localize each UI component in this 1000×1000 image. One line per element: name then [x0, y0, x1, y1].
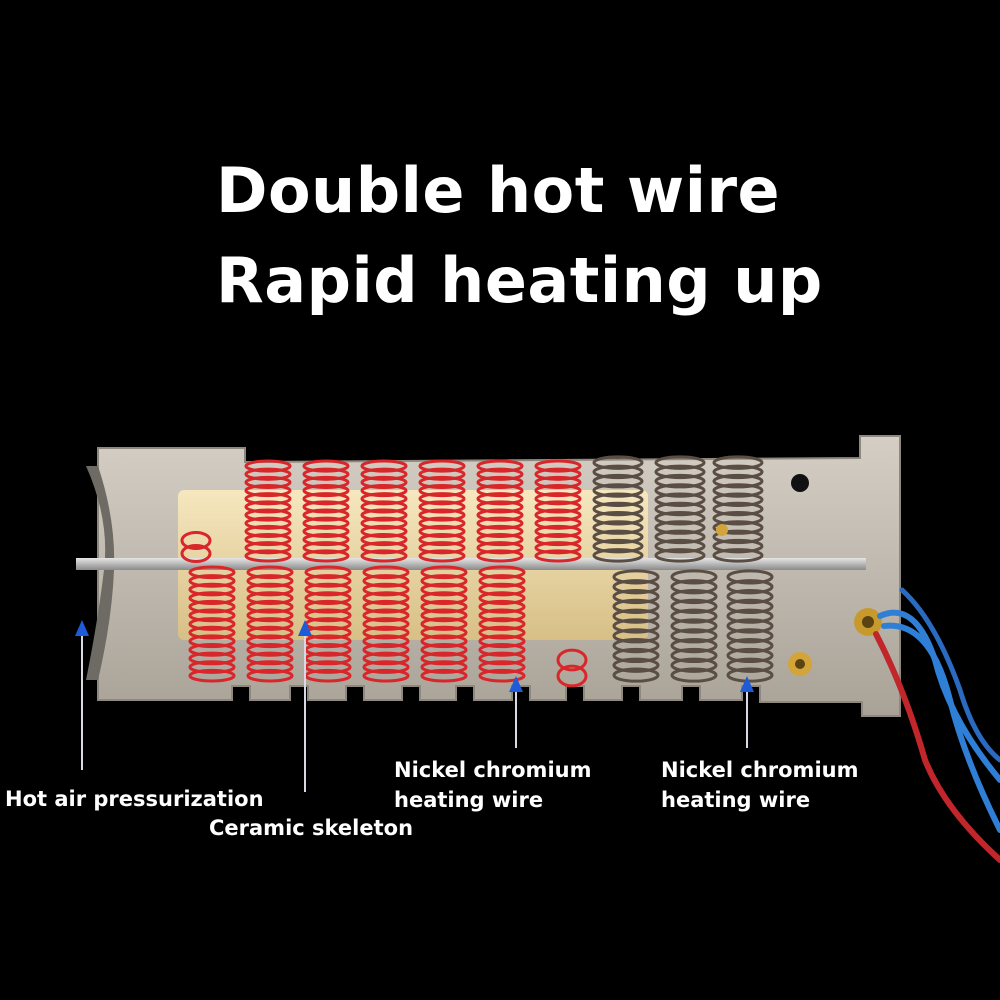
red-coil-lower-5 [420, 565, 468, 683]
red-coil-tail [556, 648, 588, 688]
dark-coil-lower-1 [612, 569, 660, 683]
dark-coil-upper-1 [592, 455, 644, 563]
brass-terminal-bottom [788, 652, 812, 676]
nickel-chromium-label-1: Nickel chromium heating wire [394, 755, 591, 815]
nickel-chromium-label-2-line2: heating wire [661, 788, 811, 812]
dark-heating-coils [592, 455, 774, 683]
arrow-up-icon [509, 676, 523, 748]
nickel-chromium-label-1-line2: heating wire [394, 788, 544, 812]
nickel-chromium-label-2-line1: Nickel chromium [661, 758, 859, 782]
nickel-chromium-label-1-line1: Nickel chromium [394, 758, 592, 782]
ceramic-skeleton-label: Ceramic skeleton [209, 816, 414, 840]
red-coil-lower-2 [246, 565, 294, 683]
red-coil-upper-5 [476, 459, 524, 563]
red-heating-coils [180, 459, 588, 688]
dark-coil-lower-3 [726, 569, 774, 683]
nickel-chromium-label-2: Nickel chromium heating wire [661, 755, 858, 815]
dark-coil-lower-2 [670, 569, 718, 683]
red-coil-upper-4 [418, 459, 466, 563]
headline-line-2: Rapid heating up [216, 244, 823, 317]
red-coil-upper-6 [534, 459, 582, 563]
red-coil-lower-3 [304, 565, 352, 683]
hot-air-pressurization-label: Hot air pressurization [5, 787, 264, 811]
brass-terminal-top [854, 608, 882, 636]
dark-coil-upper-3 [712, 455, 764, 563]
red-coil-lower-4 [362, 565, 410, 683]
red-coil-upper-3 [360, 459, 408, 563]
red-coil-end [180, 530, 212, 564]
headline-line-1: Double hot wire [216, 154, 781, 227]
red-coil-upper-2 [302, 459, 350, 563]
dark-coil-upper-2 [654, 455, 706, 563]
lead-wires [873, 587, 1000, 863]
red-coil-lower-1 [188, 565, 236, 683]
arrow-up-icon [740, 676, 754, 748]
callout-arrows [75, 620, 754, 792]
arrow-up-icon [298, 620, 312, 792]
arrow-up-icon [75, 620, 89, 770]
red-coil-lower-6 [478, 565, 526, 683]
red-coil-upper-1 [244, 459, 292, 563]
brass-terminal-small [716, 524, 728, 536]
